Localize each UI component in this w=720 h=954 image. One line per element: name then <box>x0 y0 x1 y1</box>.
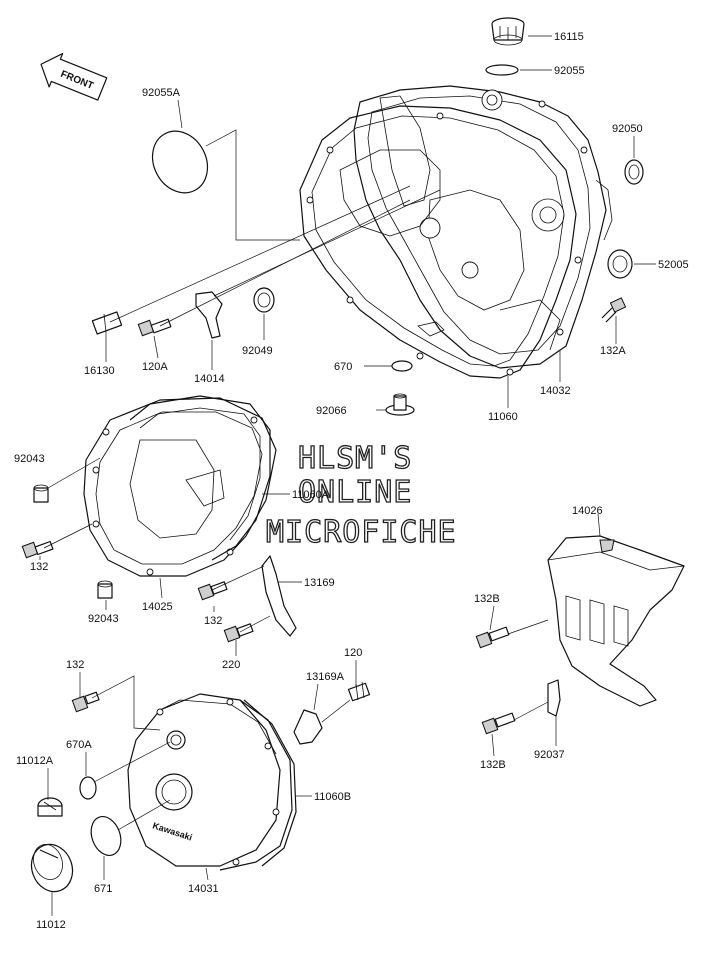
oil-seal-92050 <box>624 159 644 185</box>
part-label: 132B <box>474 593 500 605</box>
bolt-132B-lower <box>481 712 516 735</box>
part-label: 11060 <box>488 411 518 423</box>
gasket-11060 <box>299 105 577 379</box>
part-label: 220 <box>222 659 240 671</box>
bracket-14014 <box>195 291 223 339</box>
part-label: 14014 <box>194 373 225 385</box>
part-label: 132 <box>66 659 84 671</box>
sprocket-cover-14026 <box>547 535 685 707</box>
cap-11012A <box>37 797 63 817</box>
part-label: 11012 <box>36 919 66 931</box>
holder-13169A <box>293 709 323 745</box>
part-label: 92066 <box>316 405 347 417</box>
o-ring-670A <box>79 776 97 800</box>
part-label: 14031 <box>188 883 219 895</box>
leader-lines <box>39 35 656 916</box>
watermark: HLSM'S ONLINE MICROFICHE <box>265 440 457 550</box>
o-ring-92055A <box>151 130 209 194</box>
part-label: 92055A <box>142 87 181 99</box>
cap-11012 <box>30 843 74 893</box>
part-label: 92055 <box>554 65 585 77</box>
bolt-132-lower <box>71 691 100 713</box>
part-label: 120A <box>142 361 168 373</box>
part-label: 16115 <box>554 31 584 43</box>
part-label: 120 <box>344 647 362 659</box>
cover-14025 <box>83 397 277 577</box>
generator-cover-14031: Kawasaki <box>127 693 293 871</box>
bolt-132A <box>601 297 627 323</box>
part-label: 670 <box>334 361 352 373</box>
bolt-132-left <box>21 540 54 559</box>
o-ring-92055 <box>485 64 519 76</box>
gasket-11060B <box>243 699 297 867</box>
part-label: 11012A <box>16 755 54 767</box>
part-label: 92043 <box>88 613 119 625</box>
bolt-120 <box>347 681 371 702</box>
part-label: 92043 <box>14 453 45 465</box>
filler-cap-16115 <box>491 17 525 46</box>
part-label: 132B <box>480 759 506 771</box>
part-label: 92037 <box>534 749 565 761</box>
guide-13169 <box>261 555 297 637</box>
part-label: 13169 <box>304 577 335 589</box>
bushing-16130 <box>91 311 123 335</box>
part-label: 132 <box>204 615 222 627</box>
part-label: 14032 <box>540 385 571 397</box>
part-label: 132A <box>600 345 626 357</box>
plug-92066 <box>385 393 415 416</box>
bolt-220 <box>223 623 254 643</box>
part-label: 14026 <box>572 505 603 517</box>
bushing-92043-lower <box>97 580 113 599</box>
part-label: 11060A <box>292 489 330 501</box>
part-label: 16130 <box>84 365 115 377</box>
part-label: 11060B <box>314 791 351 803</box>
part-labels: 16115 92055 92055A 92050 52005 132A 1613… <box>14 31 689 931</box>
part-label: 92049 <box>242 345 273 357</box>
bolt-120A <box>137 318 172 337</box>
bolt-132-mid <box>197 581 228 601</box>
part-label: 92050 <box>612 123 643 135</box>
part-label: 52005 <box>658 259 689 271</box>
part-label: 671 <box>94 883 112 895</box>
seal-92049 <box>253 287 275 313</box>
o-ring-670 <box>391 360 413 372</box>
watermark-line-2: ONLINE <box>298 475 412 510</box>
bracket-92037 <box>547 679 561 717</box>
gasket-11060A <box>129 395 271 561</box>
part-label: 670A <box>66 739 92 751</box>
watermark-line-3: MICROFICHE <box>266 515 457 550</box>
bolt-132B-upper <box>475 626 510 649</box>
part-label: 13169A <box>306 671 345 683</box>
o-ring-671 <box>90 816 122 856</box>
crankcase-cover-14032 <box>353 85 613 369</box>
oil-seal-52005 <box>607 249 633 279</box>
bushing-92043-upper <box>33 484 49 503</box>
part-label: 132 <box>30 561 48 573</box>
watermark-line-1: HLSM'S <box>298 441 412 476</box>
front-arrow: FRONT <box>40 52 108 101</box>
part-label: 14025 <box>142 601 173 613</box>
